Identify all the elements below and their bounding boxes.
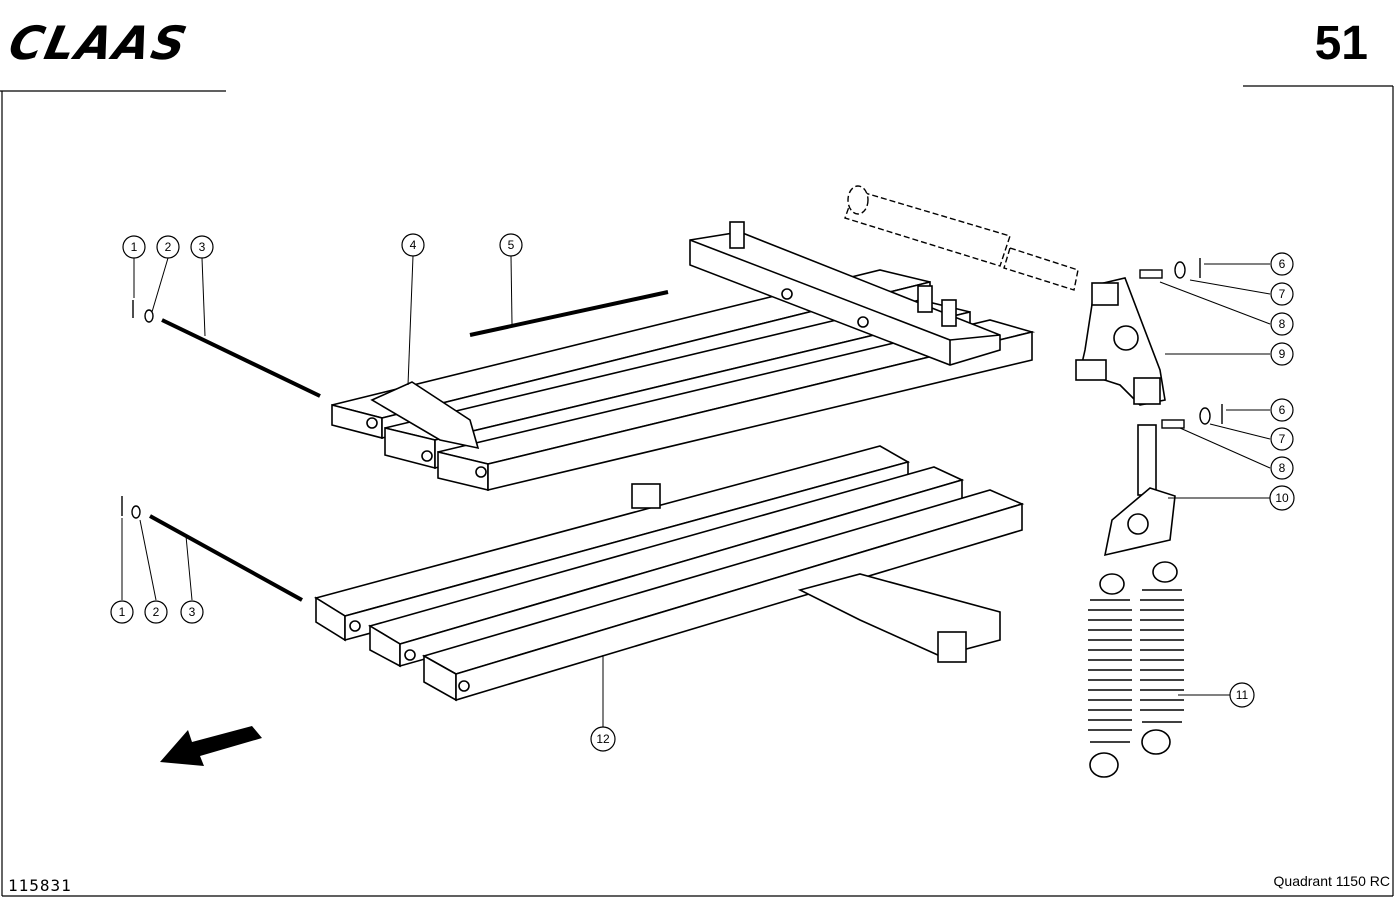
callout-1-upper: 1 <box>131 240 138 254</box>
callout-2-lower: 2 <box>153 605 160 619</box>
upper-tine-frame <box>331 221 1036 492</box>
callout-3-lower: 3 <box>189 605 196 619</box>
model-name: Quadrant 1150 RC <box>1273 873 1390 889</box>
pins-washers <box>121 300 154 519</box>
callout-labels: 1 2 3 4 5 6 7 8 9 6 7 8 10 11 1 2 3 12 <box>119 238 1289 746</box>
callout-12: 12 <box>596 732 610 746</box>
bracket-plate <box>1075 277 1166 406</box>
axle-rod-upper <box>161 318 321 398</box>
callout-9: 9 <box>1279 347 1286 361</box>
lever-plate <box>1103 424 1176 557</box>
callout-7-lower: 7 <box>1279 432 1286 446</box>
callout-1-lower: 1 <box>119 605 126 619</box>
hydraulic-cylinder <box>844 185 1079 291</box>
lower-tine-frame <box>314 445 1025 702</box>
callout-10: 10 <box>1275 491 1289 505</box>
tine-strip <box>469 290 669 337</box>
callout-8-upper: 8 <box>1279 317 1286 331</box>
tension-springs <box>1088 561 1184 778</box>
callout-bubbles <box>110 233 1295 752</box>
page-number: 51 <box>1314 17 1368 70</box>
callout-4: 4 <box>410 238 417 252</box>
callout-6-upper: 6 <box>1279 257 1286 271</box>
drawing-number: 115831 <box>8 876 72 895</box>
callout-6-lower: 6 <box>1279 403 1286 417</box>
direction-arrow <box>160 726 262 766</box>
frame-lines <box>0 85 1394 897</box>
bolts <box>1139 258 1223 429</box>
callout-8-lower: 8 <box>1279 461 1286 475</box>
callout-5: 5 <box>508 238 515 252</box>
callout-11: 11 <box>1236 688 1249 702</box>
axle-rod-lower <box>149 514 303 602</box>
leader-lines <box>121 255 1271 727</box>
callout-7-upper: 7 <box>1279 287 1286 301</box>
callout-2-upper: 2 <box>165 240 172 254</box>
callout-3-upper: 3 <box>199 240 206 254</box>
